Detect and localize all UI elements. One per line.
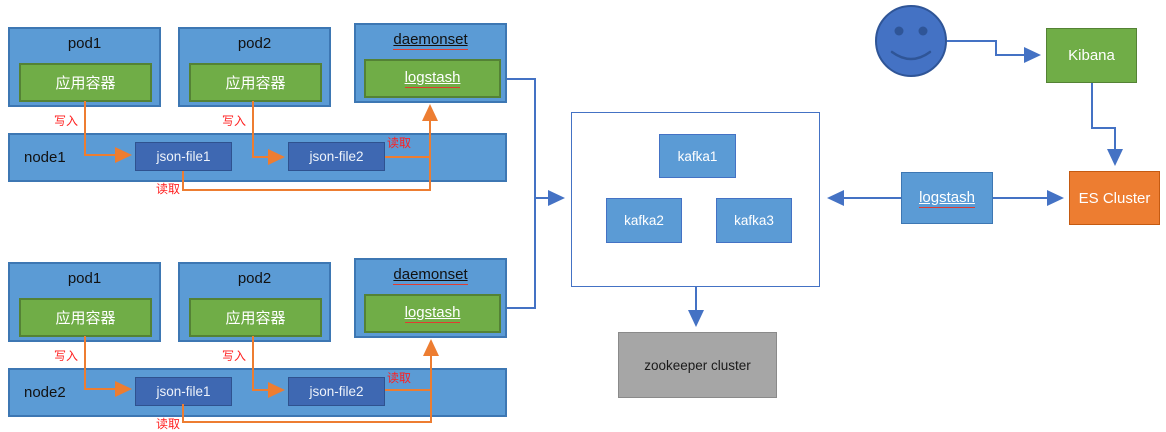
daemonset-title: daemonset xyxy=(393,31,468,50)
kafka-cluster-box: kafka1 kafka2 kafka3 xyxy=(571,112,820,287)
pod-box: pod2 应用容器 xyxy=(178,262,331,342)
app-container-box: 应用容器 xyxy=(19,63,152,102)
app-container-label: 应用容器 xyxy=(225,75,286,92)
smiley-user-icon xyxy=(875,5,947,77)
app-container-label: 应用容器 xyxy=(225,310,286,327)
write-label: 写入 xyxy=(222,349,247,363)
daemonset-title: daemonset xyxy=(393,266,468,285)
write-label: 写入 xyxy=(54,349,79,363)
node-label: node2 xyxy=(24,384,66,401)
kafka-broker-box: kafka2 xyxy=(606,198,682,243)
app-container-label: 应用容器 xyxy=(55,75,116,92)
app-container-label: 应用容器 xyxy=(55,310,116,327)
logstash-agent-label: logstash xyxy=(404,69,461,88)
logstash-agent-box: logstash xyxy=(364,294,501,333)
kafka-broker-box: kafka3 xyxy=(716,198,792,243)
json-file-box: json-file1 xyxy=(135,377,232,406)
node-bar: node1 xyxy=(8,133,507,182)
app-container-box: 应用容器 xyxy=(189,63,322,102)
pod-title: pod1 xyxy=(67,35,102,52)
write-label: 写入 xyxy=(222,114,247,128)
connector-kibana-to-es xyxy=(1091,83,1123,166)
write-label: 写入 xyxy=(54,114,79,128)
read-label: 读取 xyxy=(387,136,412,150)
logstash-agent-box: logstash xyxy=(364,59,501,98)
pod-box: pod2 应用容器 xyxy=(178,27,331,107)
read-label: 读取 xyxy=(156,417,181,431)
connector-daemonsets-merge xyxy=(507,78,536,309)
daemonset-box: daemonset logstash xyxy=(354,23,507,103)
daemonset-box: daemonset logstash xyxy=(354,258,507,338)
json-file-box: json-file2 xyxy=(288,142,385,171)
zookeeper-cluster-box: zookeeper cluster xyxy=(618,332,777,398)
pod-title: pod2 xyxy=(237,270,272,287)
node-bar: node2 xyxy=(8,368,507,417)
logstash-agent-label: logstash xyxy=(404,304,461,323)
pod-title: pod1 xyxy=(67,270,102,287)
es-cluster-box: ES Cluster xyxy=(1069,171,1160,225)
app-container-box: 应用容器 xyxy=(189,298,322,337)
pod-box: pod1 应用容器 xyxy=(8,27,161,107)
pod-title: pod2 xyxy=(237,35,272,52)
node2-section: pod1 应用容器 pod2 应用容器 daemonset logstash n… xyxy=(8,258,507,430)
app-container-box: 应用容器 xyxy=(19,298,152,337)
json-file-box: json-file1 xyxy=(135,142,232,171)
kafka-broker-box: kafka1 xyxy=(659,134,736,178)
connector-user-to-kibana xyxy=(947,40,1041,63)
kibana-box: Kibana xyxy=(1046,28,1137,83)
read-label: 读取 xyxy=(156,182,181,196)
pod-box: pod1 应用容器 xyxy=(8,262,161,342)
node-label: node1 xyxy=(24,149,66,166)
logstash-indexer-box: logstash xyxy=(901,172,993,224)
read-label: 读取 xyxy=(387,371,412,385)
json-file-box: json-file2 xyxy=(288,377,385,406)
node1-section: pod1 应用容器 pod2 应用容器 daemonset logstash n… xyxy=(8,23,507,195)
